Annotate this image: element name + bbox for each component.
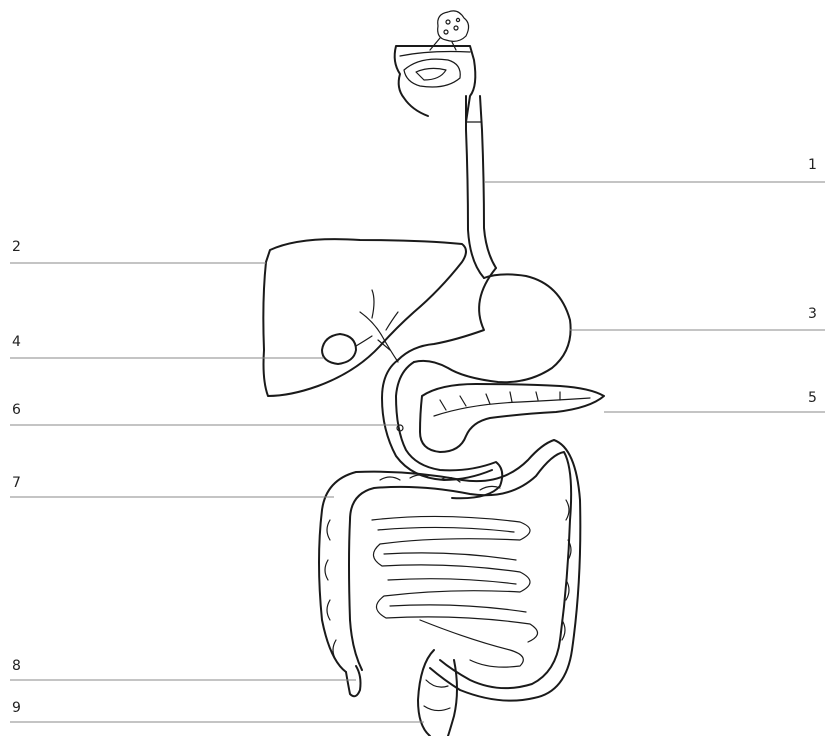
liver-drawing: [263, 239, 466, 396]
pancreas-drawing: [420, 384, 604, 452]
label-7: 7: [12, 475, 21, 491]
label-6: 6: [12, 402, 21, 418]
mouth-cavity-drawing: [395, 46, 476, 122]
label-2: 2: [12, 239, 21, 255]
stomach-drawing: [398, 268, 571, 382]
label-9: 9: [12, 700, 21, 716]
head-mouth-drawing: [395, 11, 476, 122]
label-4: 4: [12, 334, 21, 350]
label-5: 5: [808, 390, 817, 406]
esophagus-drawing: [466, 96, 496, 278]
label-1: 1: [808, 157, 817, 173]
label-8: 8: [12, 658, 21, 674]
tongue-drawing: [404, 59, 460, 87]
label-3: 3: [808, 306, 817, 322]
rectum-drawing: [418, 650, 457, 736]
appendix-drawing: [346, 666, 361, 696]
leader-lines: [10, 182, 825, 722]
small-intestine-drawing: [372, 516, 538, 667]
salivary-gland-drawing: [438, 11, 469, 41]
